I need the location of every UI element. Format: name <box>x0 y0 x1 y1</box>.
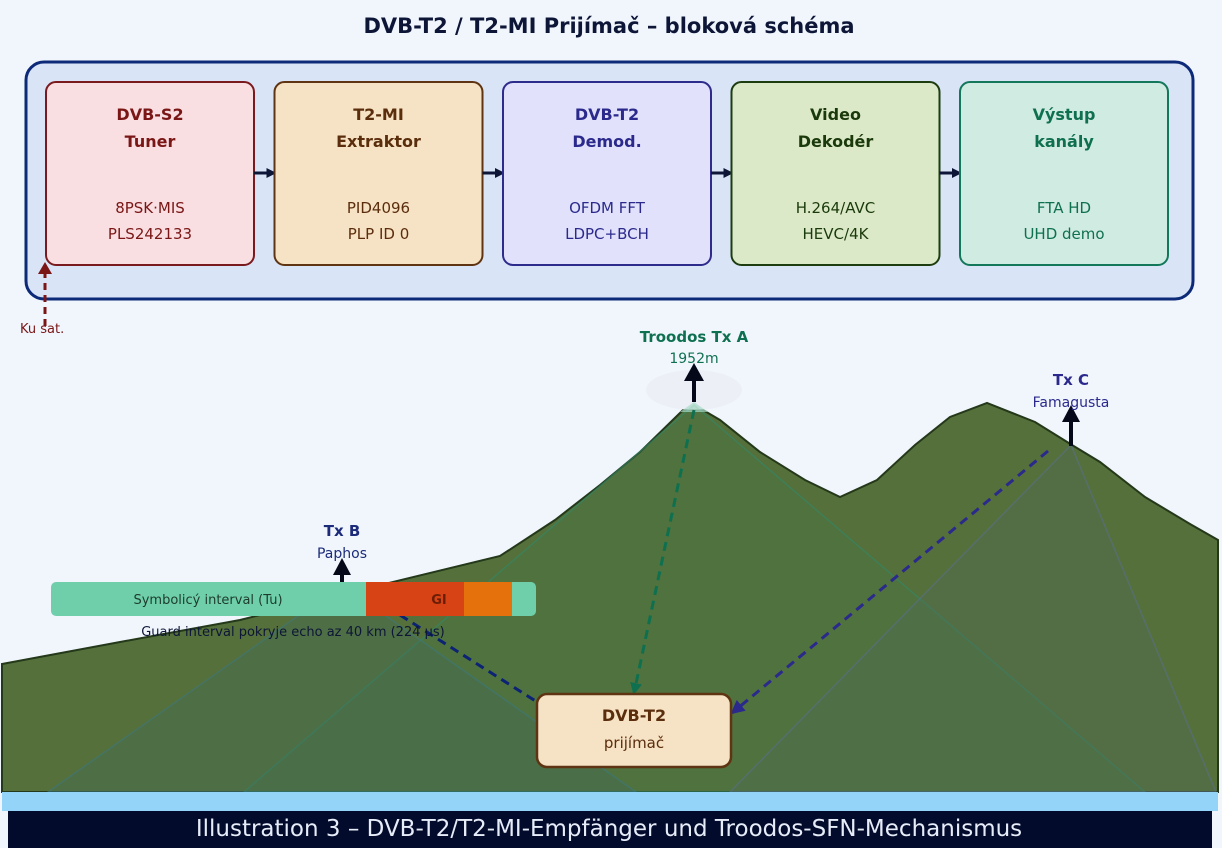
block-detail-line1: OFDM FFT <box>569 199 646 217</box>
receiver-box: DVB-T2 prijímač <box>535 692 733 769</box>
guard-interval-bar: Symbolicý interval (Tu) GI <box>51 582 536 616</box>
symbol-interval-label: Symbolicý interval (Tu) <box>133 593 282 608</box>
block-frame <box>959 81 1169 266</box>
guard-interval-note: Guard interval pokryje echo az 40 km (22… <box>141 625 445 640</box>
signal-path-tx-c <box>730 449 1049 715</box>
block-detail-line2: LDPC+BCH <box>565 225 649 243</box>
summit-highlight <box>680 402 708 412</box>
block-detail-line2: PLS242133 <box>108 225 192 243</box>
caption-bar <box>8 811 1212 848</box>
tx-b-mast <box>333 558 351 583</box>
block-title-line2: Dekodér <box>798 132 874 151</box>
signal-path-tx-a <box>630 409 696 695</box>
guard-interval-label: GI <box>431 593 447 608</box>
block-detail-line1: PID4096 <box>347 199 410 217</box>
tx-a-mast <box>684 363 704 402</box>
caption: Illustration 3 – DVB-T2/T2-MI-Empfänger … <box>196 816 1022 842</box>
block-detail-line2: PLP ID 0 <box>348 225 410 243</box>
tx-a-name: Troodos Tx A <box>640 328 749 346</box>
tx-c-name: Tx C <box>1053 371 1089 389</box>
block-detail-line1: FTA HD <box>1037 199 1091 217</box>
receiver-title: DVB-T2 <box>602 706 666 725</box>
signal-path-tx-b <box>399 613 558 716</box>
block-title-line1: DVB-S2 <box>116 105 183 124</box>
mountain-range <box>1 401 1219 793</box>
block-detail-line2: UHD demo <box>1023 225 1104 243</box>
sat-input-label: Ku sat. <box>20 322 64 337</box>
block-title-line1: Výstup <box>1033 105 1096 124</box>
sea <box>2 792 1218 811</box>
tx-b-name: Tx B <box>324 522 361 540</box>
block-title-line2: kanály <box>1034 132 1094 151</box>
block-title-line1: T2-MI <box>353 105 404 124</box>
diagram-title: DVB-T2 / T2-MI Prijímač – bloková schéma <box>363 14 854 38</box>
receiver-subtitle: prijímač <box>604 734 664 752</box>
block-title-line2: Tuner <box>125 132 176 151</box>
guard-interval-segment <box>366 582 464 616</box>
echo-segment <box>464 582 512 616</box>
block-detail-line1: H.264/AVC <box>796 199 876 217</box>
block-title-line2: Extraktor <box>336 132 421 151</box>
block-title-line2: Demod. <box>572 132 641 151</box>
tx-c-mast <box>1062 405 1080 446</box>
block-detail-line2: HEVC/4K <box>803 225 870 243</box>
tx-b-location: Paphos <box>317 546 367 562</box>
terrain <box>1 370 1219 811</box>
tx-a-altitude: 1952m <box>669 351 718 367</box>
block-title-line1: DVB-T2 <box>575 105 639 124</box>
tx-c-location: Famagusta <box>1033 395 1110 411</box>
block-title-line1: Video <box>810 105 861 124</box>
block-detail-line1: 8PSK·MIS <box>115 199 185 217</box>
